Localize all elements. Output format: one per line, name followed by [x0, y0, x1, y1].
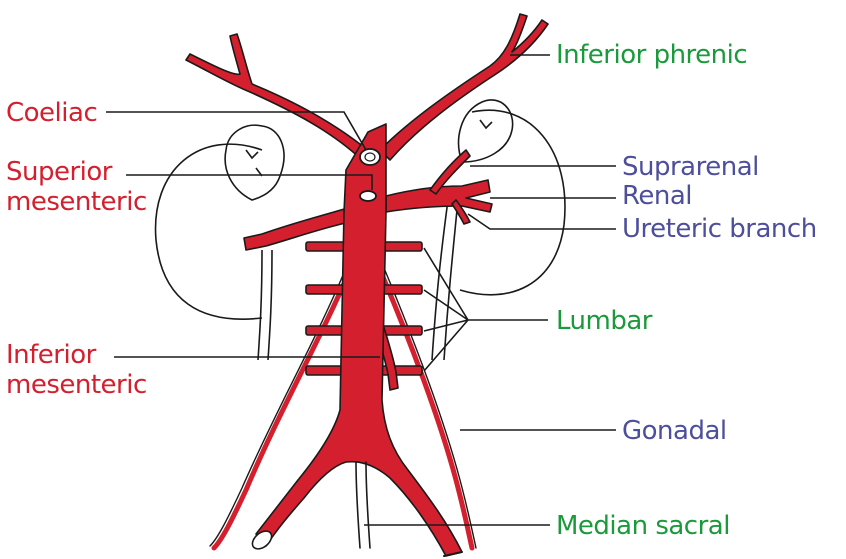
left-ureter	[257, 249, 273, 361]
left-suprarenal-detail	[245, 149, 263, 177]
left-suprarenal-gland	[224, 124, 285, 201]
label-renal: Renal	[622, 181, 692, 211]
lumbar-artery-right-2	[381, 284, 423, 295]
left-gonadal-artery	[211, 267, 353, 551]
leader-lumbar	[423, 247, 548, 372]
right-suprarenal-gland	[457, 99, 514, 163]
lumbar-artery-left-1	[305, 241, 347, 252]
right-suprarenal-detail	[479, 119, 493, 130]
right-suprarenal-artery	[429, 149, 471, 195]
label-superior-mesenteric-line1: Superior	[6, 157, 113, 187]
right-ureter	[431, 199, 459, 361]
leader-coeliac	[106, 111, 367, 151]
lumbar-artery-right-3	[381, 325, 423, 336]
label-lumbar: Lumbar	[556, 306, 653, 336]
label-coeliac: Coeliac	[6, 98, 97, 128]
lumbar-artery-left-2	[305, 284, 347, 295]
label-inferior-phrenic: Inferior phrenic	[556, 40, 747, 70]
label-ureteric-branch: Ureteric branch	[622, 214, 817, 244]
right-inferior-phrenic-artery	[379, 13, 549, 161]
label-gonadal: Gonadal	[622, 416, 727, 446]
coeliac-opening	[359, 148, 381, 166]
lumbar-artery-left-3	[305, 325, 347, 336]
right-gonadal-outline	[383, 267, 477, 549]
right-iliac-end	[443, 551, 463, 557]
right-kidney	[459, 109, 566, 296]
label-median-sacral: Median sacral	[556, 511, 730, 541]
label-inferior-mesenteric-line2: mesenteric	[6, 370, 147, 400]
left-renal-artery	[243, 207, 351, 251]
right-renal-artery	[385, 179, 493, 213]
label-inferior-mesenteric-line1: Inferior	[6, 340, 97, 370]
label-suprarenal: Suprarenal	[622, 152, 759, 182]
leader-superior-mesenteric	[126, 174, 373, 190]
lumbar-artery-right-1	[381, 241, 423, 252]
left-gonadal-outline	[209, 267, 347, 547]
leader-ureteric-branch	[467, 213, 616, 230]
median-sacral-artery	[355, 461, 371, 549]
left-inferior-phrenic-artery	[185, 33, 371, 161]
label-superior-mesenteric-line2: mesenteric	[6, 187, 147, 217]
ureteric-branch-artery	[451, 199, 471, 225]
superior-mesenteric-opening	[359, 190, 377, 202]
abdominal-aorta	[255, 123, 463, 557]
left-iliac-opening	[251, 530, 273, 550]
coeliac-opening-inner	[364, 152, 376, 162]
left-kidney	[154, 143, 263, 320]
